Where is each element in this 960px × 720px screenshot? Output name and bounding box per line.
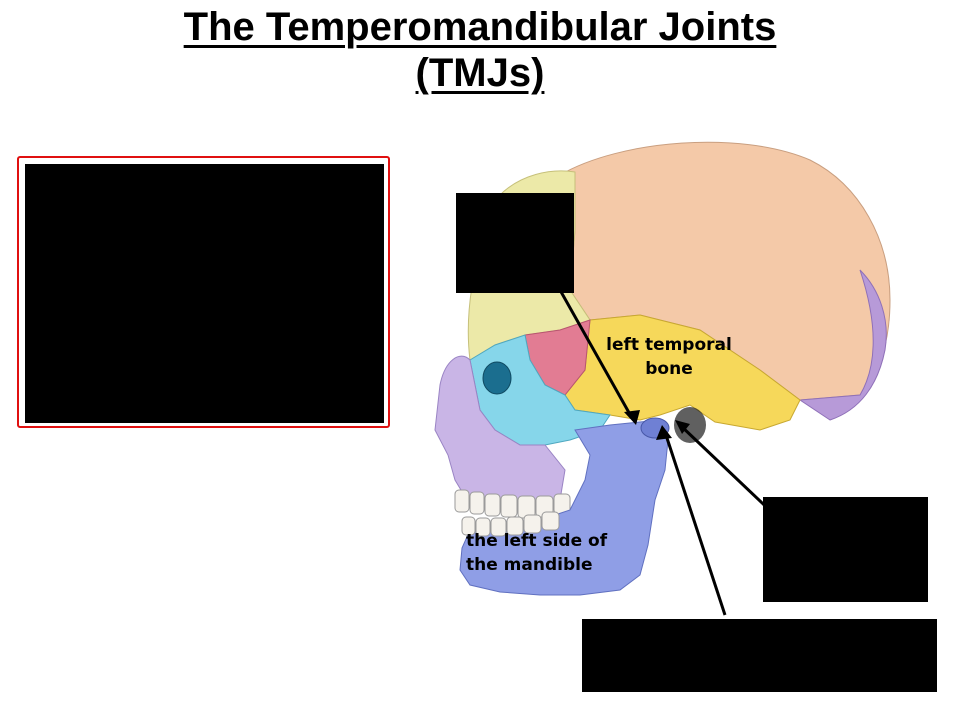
page-title: The Temperomandibular Joints (TMJs) bbox=[0, 4, 960, 96]
mandible-label-line-1: the left side of bbox=[466, 531, 608, 551]
orbit-socket bbox=[482, 361, 512, 395]
temporal-label-line-2: bone bbox=[645, 359, 693, 379]
mandible-label: the left side of the mandible bbox=[466, 529, 616, 577]
occipital-bone bbox=[798, 269, 887, 421]
title-line-1: The Temperomandibular Joints bbox=[183, 5, 777, 49]
lower-teeth bbox=[461, 511, 560, 537]
redacted-label-box-top bbox=[456, 193, 574, 293]
arrowhead-bottom bbox=[656, 425, 672, 440]
redacted-label-box-bottom bbox=[582, 619, 937, 692]
redacted-label-box-right bbox=[763, 497, 928, 602]
arrowhead-right bbox=[675, 420, 690, 434]
redacted-text-box bbox=[25, 164, 384, 423]
temporal-label-line-1: left temporal bbox=[606, 335, 732, 355]
pointer-line-bottom bbox=[663, 431, 727, 616]
temporal-bone-label: left temporal bone bbox=[598, 333, 740, 381]
highlighted-text-box bbox=[17, 156, 390, 428]
arrowhead-top bbox=[624, 410, 640, 425]
mandible-label-line-2: the mandible bbox=[466, 555, 593, 575]
pointer-line-top bbox=[558, 289, 634, 419]
title-line-2: (TMJs) bbox=[415, 51, 545, 95]
